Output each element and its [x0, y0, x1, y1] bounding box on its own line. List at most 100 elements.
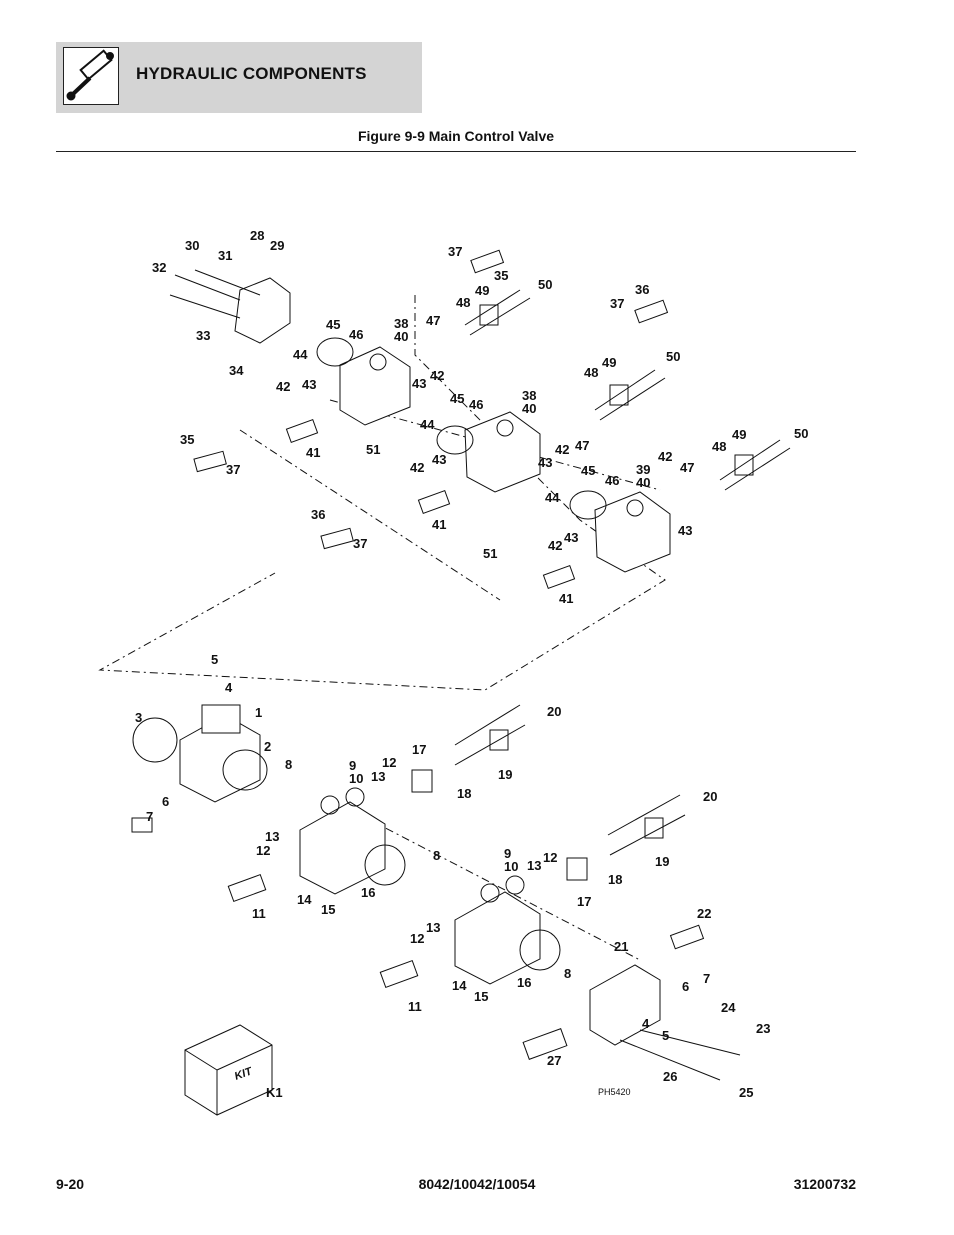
callout-50: 50	[538, 277, 552, 292]
callout-14: 14	[297, 892, 312, 907]
callout-26: 26	[663, 1069, 677, 1084]
callout-43: 43	[678, 523, 692, 538]
callout-42: 42	[430, 368, 444, 383]
callout-42: 42	[658, 449, 672, 464]
callout-6: 6	[682, 979, 689, 994]
callout-36: 36	[635, 282, 649, 297]
callout-47: 47	[426, 313, 440, 328]
callout-37: 37	[610, 296, 624, 311]
callout-14: 14	[452, 978, 467, 993]
callout-25: 25	[739, 1085, 753, 1100]
callout-50: 50	[666, 349, 680, 364]
callout-49: 49	[732, 427, 746, 442]
callout-9: 9	[504, 846, 511, 861]
callout-33: 33	[196, 328, 210, 343]
callout-37: 37	[226, 462, 240, 477]
callout-34: 34	[229, 363, 244, 378]
callout-43: 43	[538, 455, 552, 470]
callout-35: 35	[180, 432, 194, 447]
callout-20: 20	[547, 704, 561, 719]
callout-36: 36	[311, 507, 325, 522]
callout-2: 2	[264, 739, 271, 754]
callout-11: 11	[408, 999, 422, 1014]
callout-45: 45	[326, 317, 340, 332]
callout-15: 15	[474, 989, 488, 1004]
callout-51: 51	[483, 546, 497, 561]
callout-43: 43	[302, 377, 316, 392]
section-title: HYDRAULIC COMPONENTS	[136, 64, 367, 83]
callout-43: 43	[432, 452, 446, 467]
callout-8: 8	[433, 848, 440, 863]
callout-29: 29	[270, 238, 284, 253]
callout-19: 19	[498, 767, 512, 782]
callout-47: 47	[680, 460, 694, 475]
callout-12: 12	[543, 850, 557, 865]
document-number: 31200732	[793, 1176, 856, 1192]
callout-10: 10	[504, 859, 518, 874]
callout-12: 12	[382, 755, 396, 770]
callout-21: 21	[614, 939, 628, 954]
callout-18: 18	[457, 786, 471, 801]
callout-48: 48	[712, 439, 726, 454]
callout-48: 48	[456, 295, 470, 310]
callout-3: 3	[135, 710, 142, 725]
header-rule	[56, 151, 856, 152]
callout-41: 41	[432, 517, 446, 532]
callout-9: 9	[349, 758, 356, 773]
callout-47: 47	[575, 438, 589, 453]
callout-39: 39	[636, 462, 650, 477]
callout-44: 44	[420, 417, 435, 432]
callout-20: 20	[703, 789, 717, 804]
page-number: 9-20	[56, 1176, 85, 1192]
callout-43: 43	[412, 376, 426, 391]
callout-12: 12	[410, 931, 424, 946]
callout-51: 51	[366, 442, 380, 457]
callout-1: 1	[255, 705, 262, 720]
callout-43: 43	[564, 530, 578, 545]
callout-17: 17	[412, 742, 426, 757]
callout-37: 37	[353, 536, 367, 551]
callout-40: 40	[636, 475, 650, 490]
callout-7: 7	[703, 971, 710, 986]
callout-11: 11	[252, 906, 266, 921]
callout-8: 8	[285, 757, 292, 772]
callout-46: 46	[605, 473, 619, 488]
callout-16: 16	[517, 975, 531, 990]
callout-37: 37	[448, 244, 462, 259]
callout-16: 16	[361, 885, 375, 900]
callout-5: 5	[211, 652, 218, 667]
callout-22: 22	[697, 906, 711, 921]
callout-8: 8	[564, 966, 571, 981]
callout-42: 42	[555, 442, 569, 457]
callout-38: 38	[394, 316, 408, 331]
callout-6: 6	[162, 794, 169, 809]
callout-48: 48	[584, 365, 598, 380]
callout-4: 4	[225, 680, 233, 695]
callout-5: 5	[662, 1028, 669, 1043]
callout-49: 49	[475, 283, 489, 298]
callout-40: 40	[394, 329, 408, 344]
callout-41: 41	[559, 591, 573, 606]
callout-15: 15	[321, 902, 335, 917]
callout-31: 31	[218, 248, 232, 263]
callout-labels: 28 29 30 31 32 33 34 37 35 50 49 48 36 3…	[135, 228, 808, 1100]
callout-18: 18	[608, 872, 622, 887]
figure-title: Figure 9-9 Main Control Valve	[357, 128, 555, 144]
callout-13: 13	[527, 858, 541, 873]
callout-44: 44	[545, 490, 560, 505]
callout-50: 50	[794, 426, 808, 441]
callout-30: 30	[185, 238, 199, 253]
callout-46: 46	[469, 397, 483, 412]
callout-K1: K1	[266, 1085, 283, 1100]
callout-42: 42	[276, 379, 290, 394]
callout-45: 45	[450, 391, 464, 406]
callout-13: 13	[426, 920, 440, 935]
callout-27: 27	[547, 1053, 561, 1068]
callout-41: 41	[306, 445, 320, 460]
hydraulic-cylinder-icon	[63, 47, 119, 105]
callout-49: 49	[602, 355, 616, 370]
callout-42: 42	[410, 460, 424, 475]
model-numbers: 8042/10042/10054	[418, 1176, 536, 1192]
callout-35: 35	[494, 268, 508, 283]
callout-46: 46	[349, 327, 363, 342]
